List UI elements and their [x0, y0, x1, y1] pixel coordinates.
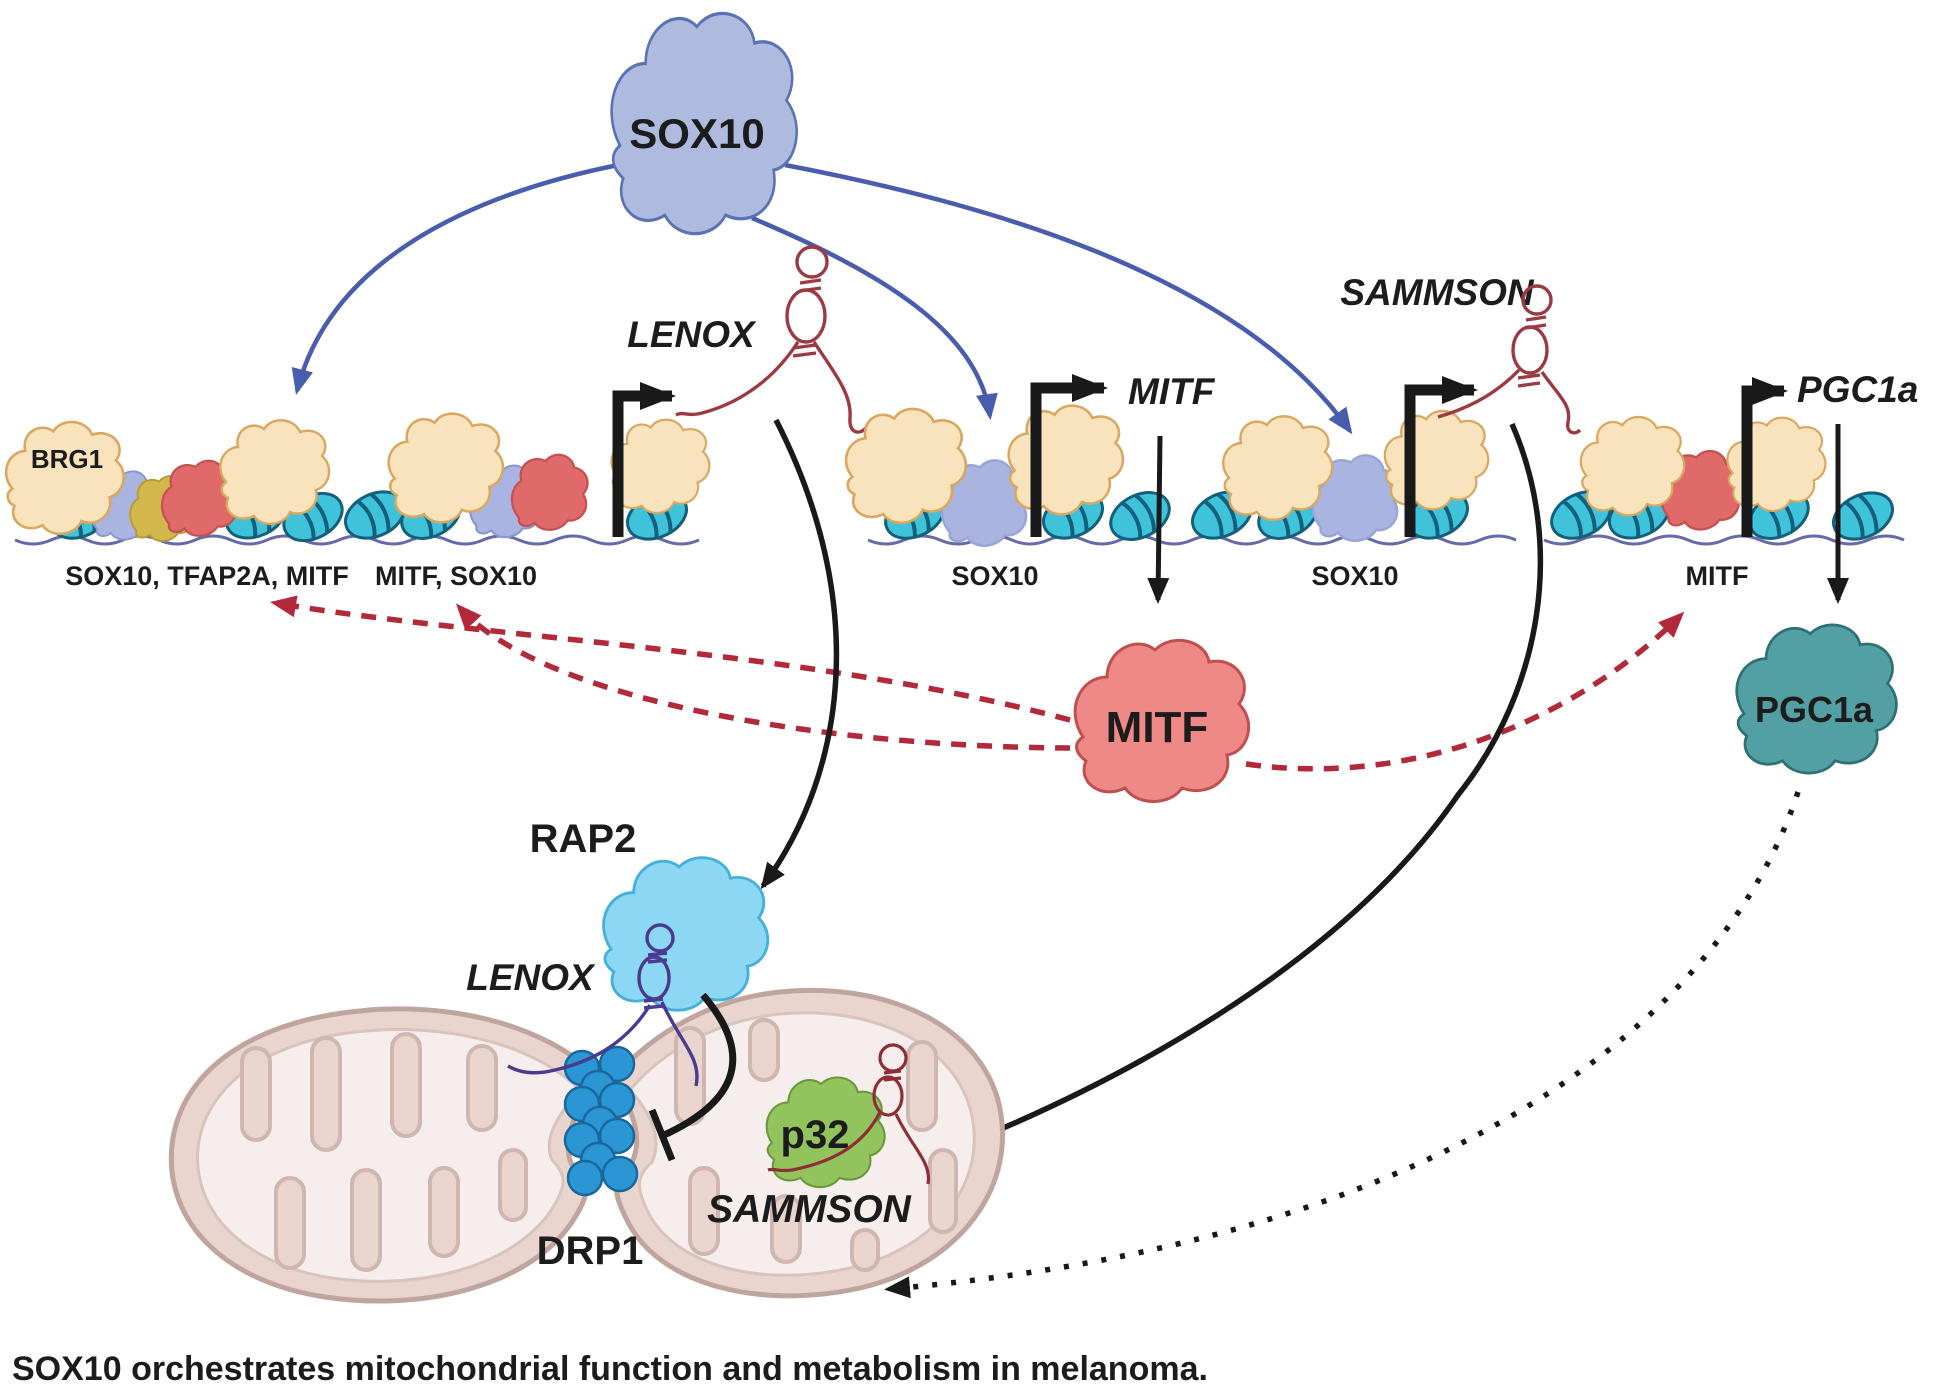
lenox-enhancer-label: SOX10, TFAP2A, MITF: [65, 561, 349, 591]
brg1-label: BRG1: [31, 444, 103, 474]
lenox-rna-structure: [507, 923, 699, 1087]
mitf-promoter-label: SOX10: [951, 561, 1038, 591]
sammson-mito-label: SAMMSON: [707, 1188, 912, 1231]
red-tf-blob: [510, 453, 589, 531]
cream-remodeler-blob: [610, 418, 711, 514]
pgc1a-protein: PGC1a: [1735, 623, 1898, 775]
lenox-gene-label: LENOX: [627, 314, 757, 355]
sammson-locus: SAMMSON SOX10: [1183, 272, 1582, 591]
mitf-protein-label: MITF: [1106, 703, 1209, 752]
arrow-lenox-rna-to-rap2: [760, 418, 840, 890]
mitf-feedback-arrows: [270, 595, 1685, 772]
cream-remodeler-blob: [1007, 404, 1125, 516]
black-dashed-pgc1a-to-mitochondria: [884, 791, 1801, 1299]
nucleosome-icon: [1100, 481, 1180, 551]
sammson-nascent-rna: [1437, 284, 1582, 435]
cream-remodeler-blob: [1383, 409, 1490, 511]
arrow-sammson-rna-to-mitochondria: [910, 422, 1544, 1167]
mitf-gene-label: MITF: [1128, 371, 1216, 412]
lenox-nascent-rna: [675, 245, 868, 434]
sox10-protein: SOX10: [609, 11, 799, 236]
lenox-promoter-label: MITF, SOX10: [375, 561, 537, 591]
arrow-sox10-to-sammson-promoter: [784, 162, 1353, 435]
pgc1a-gene-label: PGC1a: [1797, 369, 1918, 410]
lenox-mito-label: LENOX: [466, 957, 596, 998]
figure-caption: SOX10 orchestrates mitochondrial functio…: [12, 1350, 1208, 1388]
drp1-oligomer: [563, 1045, 639, 1197]
arrow-sox10-to-mitf-promoter: [751, 215, 998, 420]
pgc1a-locus: PGC1a MITF: [1544, 369, 1918, 591]
cristae-right: [674, 1018, 958, 1272]
sammson-promoter-label: SOX10: [1311, 561, 1398, 591]
red-dashed-mitf-to-lenox-promoter: [455, 603, 1071, 751]
lenox-locus: BRG1 LENOX SOX10, TFAP2A, MITF MITF, SOX…: [4, 245, 868, 591]
lenox-transcription-arrow: [612, 382, 676, 537]
sammson-transcription-arrow: [1404, 376, 1478, 537]
rap2-complex: RAP2 LENOX: [466, 817, 770, 1162]
mitf-transcription-arrow: [1030, 374, 1108, 537]
dna-strand-pgc1a-locus: [1543, 534, 1905, 546]
red-dashed-mitf-to-lenox-enhancer: [270, 595, 1071, 723]
rap2-inhibits-drp1: [648, 992, 737, 1162]
pgc1a-protein-label: PGC1a: [1755, 689, 1874, 730]
rap2-blob: [602, 856, 770, 1012]
mitf-protein: MITF: [1073, 638, 1251, 803]
p32-label: p32: [781, 1113, 850, 1157]
mitf-locus: MITF SOX10: [844, 371, 1216, 591]
sox10-protein-label: SOX10: [629, 110, 764, 157]
sammson-rna-structure: [767, 1043, 931, 1185]
arrow-mitf-gene-to-protein: [1147, 435, 1170, 604]
red-dashed-mitf-to-pgc1a-promoter: [1245, 611, 1685, 772]
sox10-activation-arrows: [291, 162, 1353, 435]
p32-complex: p32: [765, 1043, 931, 1189]
rap2-label: RAP2: [530, 817, 637, 861]
sammson-gene-label: SAMMSON: [1340, 272, 1535, 313]
cristae-left: [240, 1032, 528, 1272]
drp1-label: DRP1: [537, 1229, 644, 1273]
arrow-sox10-to-lenox-enhancer: [291, 162, 619, 395]
pgc1a-promoter-label: MITF: [1686, 561, 1749, 591]
pgc1a-transcription-arrow: [1741, 377, 1788, 537]
